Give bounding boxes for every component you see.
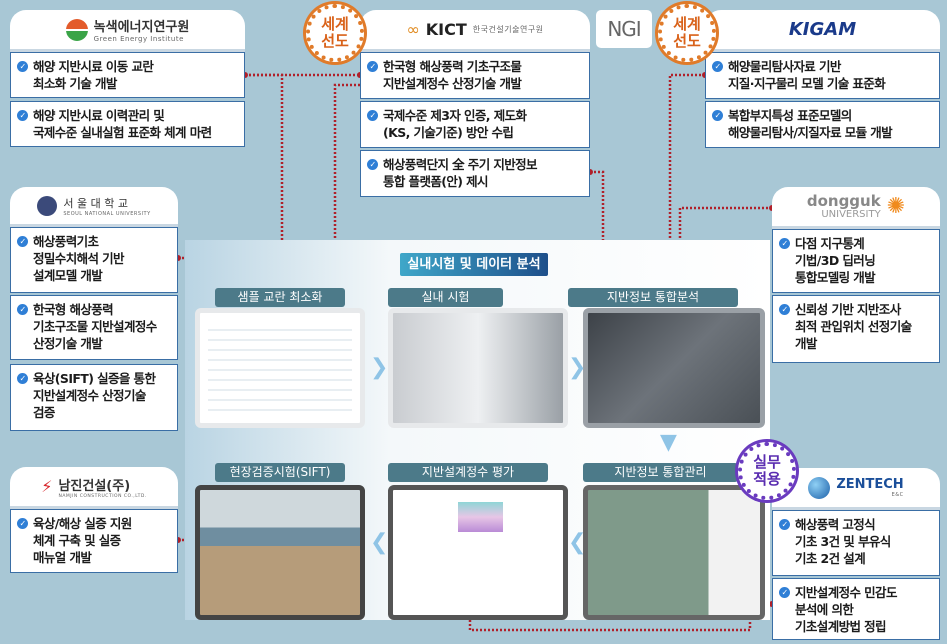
task-text: 해상풍력 고정식 기초 3건 및 부유식 기초 2건 설계: [795, 517, 891, 566]
task-item: ✓ 해상풍력 고정식 기초 3건 및 부유식 기초 2건 설계: [772, 510, 940, 576]
check-icon: ✓: [779, 519, 790, 530]
task-text: 육상(SIFT) 실증을 통한 지반설계정수 산정기술 검증: [33, 371, 156, 420]
zentech-logo-icon: [808, 476, 831, 499]
task-text: 다점 지구통계 기법/3D 딥러닝 통합모델링 개발: [795, 236, 876, 285]
org-name: 남진건설(주): [58, 478, 131, 494]
org-name: ZENTECH: [836, 477, 904, 492]
panel-label: 지반설계정수 평가: [388, 463, 548, 482]
task-item: ✓ 해상풍력기초 정밀수치해석 기반 설계모델 개발: [10, 227, 178, 293]
arrow-left-icon: ❮: [370, 530, 389, 555]
arrow-right-icon: ❯: [370, 355, 389, 380]
world-leading-badge: 세계 선도: [658, 4, 716, 62]
panel-label: 샘플 교란 최소화: [215, 288, 345, 307]
org-subname: 한국건설기술연구원: [472, 25, 544, 34]
green-energy-logo-icon: [65, 18, 88, 41]
task-item: ✓ 해상풍력단지 全 주기 지반정보 통합 플랫폼(안) 제시: [360, 150, 590, 197]
task-item: ✓ 국제수준 제3자 인증, 제도화 (KS, 기술기준) 방안 수립: [360, 101, 590, 148]
arrow-left-icon: ❮: [568, 530, 587, 555]
task-item: ✓ 다점 지구통계 기법/3D 딥러닝 통합모델링 개발: [772, 229, 940, 293]
check-icon: ✓: [17, 110, 28, 121]
kigam-logo: KIGAM: [788, 19, 857, 40]
ground-management-image: [583, 485, 765, 620]
panel-label: 지반정보 통합관리: [583, 463, 738, 482]
check-icon: ✓: [779, 587, 790, 598]
check-icon: ✓: [367, 110, 378, 121]
org-subname: E&C: [891, 492, 904, 498]
task-text: 육상/해상 실증 지원 체계 구축 및 실증 매뉴얼 개발: [33, 516, 132, 565]
badge-text: 세계 선도: [321, 15, 349, 50]
org-name: 녹색에너지연구원: [93, 20, 190, 35]
org-header-kigam: KIGAM: [705, 10, 940, 52]
ground-analysis-image: [583, 308, 765, 428]
task-text: 해양 지반시료 이력관리 및 국제수준 실내실험 표준화 체계 마련: [33, 108, 212, 140]
task-item: ✓ 신뢰성 기반 지반조사 최적 관입위치 선정기술 개발: [772, 295, 940, 363]
org-name: dongguk: [806, 191, 881, 210]
arrow-right-icon: ❯: [568, 355, 587, 380]
org-name: KICT: [425, 20, 467, 39]
dongguk-logo-icon: ✺: [886, 194, 906, 219]
connector-kigam: [668, 73, 705, 300]
snu-emblem-icon: [37, 195, 58, 216]
task-text: 해상풍력기초 정밀수치해석 기반 설계모델 개발: [33, 234, 125, 283]
task-text: 해양 지반시료 이동 교란 최소화 기술 개발: [33, 59, 154, 91]
org-subname: NAMJIN CONSTRUCTION CO.,LTD.: [58, 493, 147, 499]
check-icon: ✓: [17, 373, 28, 384]
namjin-logo-icon: ⚡: [41, 477, 53, 496]
task-text: 복합부지특성 표준모델의 해양물리탐사/지질자료 모듈 개발: [728, 108, 893, 140]
center-title: 실내시험 및 데이터 분석: [400, 253, 548, 276]
check-icon: ✓: [779, 238, 790, 249]
connector-zentech: [468, 602, 772, 632]
lab-test-image: [388, 308, 568, 428]
task-item: ✓ 해양물리탐사자료 기반 지질·지구물리 모델 기술 표준화: [705, 52, 940, 99]
badge-text: 실무 적용: [753, 453, 781, 488]
check-icon: ✓: [779, 304, 790, 315]
check-icon: ✓: [17, 236, 28, 247]
panel-label: 지반정보 통합분석: [568, 288, 738, 307]
task-text: 한국형 해상풍력 기초구조물 지반설계정수 산정기술 개발: [33, 302, 157, 351]
sample-disturbance-image: [195, 308, 365, 428]
org-header-kict: ∞ KICT 한국건설기술연구원: [360, 10, 590, 52]
design-parameter-image: [388, 485, 568, 620]
check-icon: ✓: [17, 61, 28, 72]
task-text: 한국형 해상풍력 기초구조물 지반설계정수 산정기술 개발: [383, 59, 522, 91]
task-item: ✓ 해양 지반시료 이동 교란 최소화 기술 개발: [10, 52, 245, 98]
task-item: ✓ 육상/해상 실증 지원 체계 구축 및 실증 매뉴얼 개발: [10, 509, 178, 573]
world-leading-badge: 세계 선도: [306, 4, 364, 62]
org-header-namjin: ⚡ 남진건설(주)NAMJIN CONSTRUCTION CO.,LTD.: [10, 467, 178, 509]
task-text: 국제수준 제3자 인증, 제도화 (KS, 기술기준) 방안 수립: [383, 108, 527, 140]
check-icon: ✓: [367, 61, 378, 72]
task-text: 신뢰성 기반 지반조사 최적 관입위치 선정기술 개발: [795, 302, 912, 351]
task-text: 해양물리탐사자료 기반 지질·지구물리 모델 기술 표준화: [728, 59, 886, 91]
task-item: ✓ 지반설계정수 민감도 분석에 의한 기초설계방법 정립: [772, 578, 940, 640]
task-item: ✓ 복합부지특성 표준모델의 해양물리탐사/지질자료 모듈 개발: [705, 101, 940, 148]
task-item: ✓ 한국형 해상풍력 기초구조물 지반설계정수 산정기술 개발: [10, 295, 178, 360]
check-icon: ✓: [712, 110, 723, 121]
kict-logo-icon: ∞: [406, 20, 420, 39]
check-icon: ✓: [367, 159, 378, 170]
practical-application-badge: 실무 적용: [738, 442, 796, 500]
ngi-logo: NGI: [596, 10, 652, 48]
check-icon: ✓: [17, 304, 28, 315]
check-icon: ✓: [17, 518, 28, 529]
org-subname: UNIVERSITY: [821, 208, 881, 220]
task-item: ✓ 한국형 해상풍력 기초구조물 지반설계정수 산정기술 개발: [360, 52, 590, 99]
task-text: 해상풍력단지 全 주기 지반정보 통합 플랫폼(안) 제시: [383, 157, 538, 189]
panel-label: 실내 시험: [388, 288, 503, 307]
connector-kict-platform: [590, 170, 605, 474]
badge-text: 세계 선도: [673, 15, 701, 50]
org-subname: SEOUL NATIONAL UNIVERSITY: [63, 210, 151, 217]
check-icon: ✓: [712, 61, 723, 72]
org-name: 서 울 대 학 교: [63, 196, 128, 210]
arrow-down-icon: ▼: [660, 430, 677, 455]
sift-field-test-image: [195, 485, 365, 620]
task-item: ✓ 육상(SIFT) 실증을 통한 지반설계정수 산정기술 검증: [10, 364, 178, 431]
task-item: ✓ 해양 지반시료 이력관리 및 국제수준 실내실험 표준화 체계 마련: [10, 101, 245, 147]
org-subname: Green Energy Institute: [93, 35, 184, 43]
task-text: 지반설계정수 민감도 분석에 의한 기초설계방법 정립: [795, 585, 897, 634]
panel-label: 현장검증시험(SIFT): [215, 463, 345, 482]
